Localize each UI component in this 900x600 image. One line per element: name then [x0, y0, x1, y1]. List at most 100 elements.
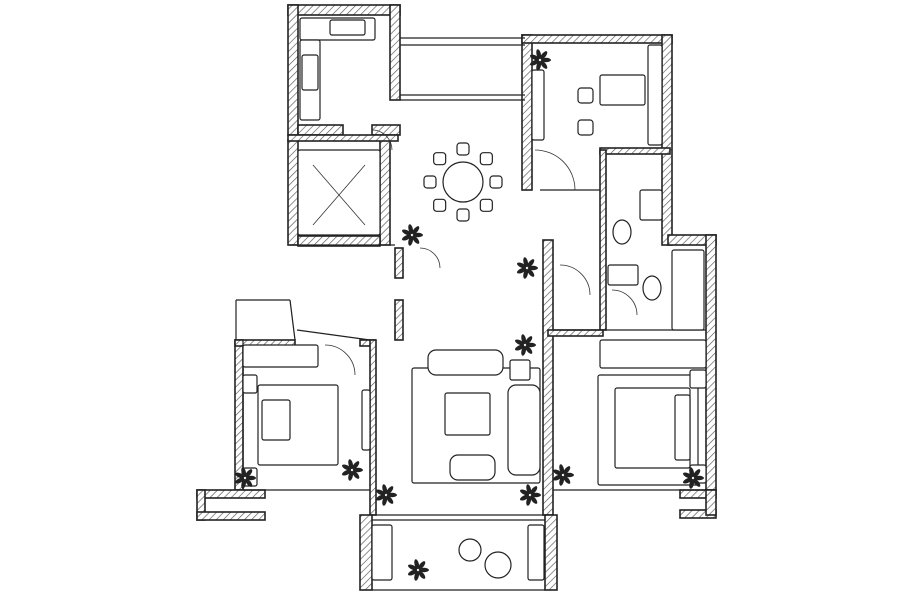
plant-leaf — [526, 484, 532, 495]
furniture — [242, 17, 707, 581]
wall-segment — [521, 34, 673, 44]
wall-line — [289, 299, 296, 341]
wall-segment — [297, 124, 344, 136]
plant-leaf — [519, 494, 530, 501]
chair-icon — [484, 551, 512, 579]
coffee-table — [444, 392, 491, 436]
wall-segment — [661, 34, 673, 246]
plant-leaf — [529, 54, 540, 61]
pillows — [674, 394, 691, 461]
plant-leaf — [412, 235, 420, 244]
wall-segment — [394, 299, 404, 341]
stove-icon — [301, 54, 319, 91]
wall-segment — [379, 139, 391, 246]
door-swing-icon — [534, 149, 576, 191]
plant-leaf — [352, 461, 360, 470]
plant-leaf — [246, 475, 256, 481]
chair-icon — [423, 175, 437, 189]
toilet-icon — [642, 275, 662, 301]
wall-line — [296, 329, 371, 341]
plant-leaf — [353, 467, 363, 473]
plant-leaf — [413, 232, 423, 238]
plant-leaf — [526, 342, 536, 348]
plant-icon — [407, 559, 429, 581]
plant-leaf — [234, 477, 245, 484]
plant-leaf — [412, 226, 420, 235]
plant-icon — [234, 467, 256, 489]
wall-segment — [287, 139, 299, 246]
plant-leaf — [541, 57, 551, 63]
plant-icon — [529, 49, 551, 71]
elevator-cross — [312, 164, 366, 226]
plant-leaf — [245, 469, 253, 478]
pillows — [261, 399, 291, 441]
chair-icon — [489, 175, 503, 189]
wall-segment — [542, 239, 554, 516]
plant-leaf — [528, 265, 538, 271]
toilet-icon — [612, 219, 632, 245]
sink-icon — [329, 19, 366, 36]
chair-icon — [479, 152, 493, 166]
wall-segment — [196, 511, 266, 521]
plant-icon — [516, 257, 538, 279]
sink-icon — [607, 264, 639, 286]
plant-leaf — [525, 336, 533, 345]
plant-icon — [519, 484, 541, 506]
cabinet — [531, 69, 545, 141]
wall-segment — [547, 329, 604, 337]
chair-icon — [577, 87, 594, 104]
plant-leaf — [693, 478, 701, 487]
plant-leaf — [529, 59, 540, 66]
plant-leaf — [418, 570, 426, 579]
room-lines — [235, 37, 706, 591]
wall-segment — [599, 147, 671, 155]
plant-leaf — [375, 494, 386, 501]
door-swing-icon — [371, 129, 393, 151]
plant-leaf — [540, 51, 548, 60]
plant-icon — [514, 334, 536, 356]
side-table — [509, 359, 531, 381]
plant-leaf — [348, 459, 354, 470]
plant-leaf — [525, 345, 533, 354]
plant-leaf — [419, 567, 429, 573]
plant-leaf — [540, 60, 548, 69]
walls — [196, 4, 717, 591]
wall-segment — [394, 247, 404, 279]
wall-segment — [297, 235, 381, 247]
plant-leaf — [407, 569, 418, 576]
plant-leaf — [519, 489, 530, 496]
plant-leaf — [418, 561, 426, 570]
wardrobe — [599, 339, 707, 369]
plant-leaf — [341, 469, 352, 476]
sofa-icon — [507, 384, 541, 476]
plant-leaf — [682, 477, 693, 484]
plant-leaf — [514, 344, 525, 351]
chair-icon — [456, 208, 470, 222]
plant-leaf — [527, 268, 535, 277]
chair-icon — [479, 198, 493, 212]
plant-leaf — [352, 470, 360, 479]
wall-segment — [705, 489, 717, 516]
plant-leaf — [408, 224, 414, 235]
wardrobe — [242, 344, 319, 368]
wall-segment — [599, 149, 607, 331]
plant-leaf — [527, 259, 535, 268]
wall-segment — [544, 514, 558, 591]
wall-segment — [369, 339, 377, 516]
plant-leaf — [386, 486, 394, 495]
nightstand — [689, 369, 707, 389]
door-swing-icon — [324, 344, 356, 376]
plant-leaf — [386, 495, 394, 504]
plant-leaf — [387, 492, 397, 498]
wall-segment — [287, 134, 399, 142]
plant-leaf — [552, 469, 563, 476]
plant-leaf — [694, 475, 704, 481]
plant-icon — [375, 484, 397, 506]
balcony-cabinet — [527, 524, 545, 581]
elevator-icon — [297, 149, 381, 236]
window-icon — [361, 389, 371, 451]
plant-leaf — [401, 229, 412, 236]
dining-table — [442, 161, 484, 203]
plant-leaf — [241, 467, 247, 478]
